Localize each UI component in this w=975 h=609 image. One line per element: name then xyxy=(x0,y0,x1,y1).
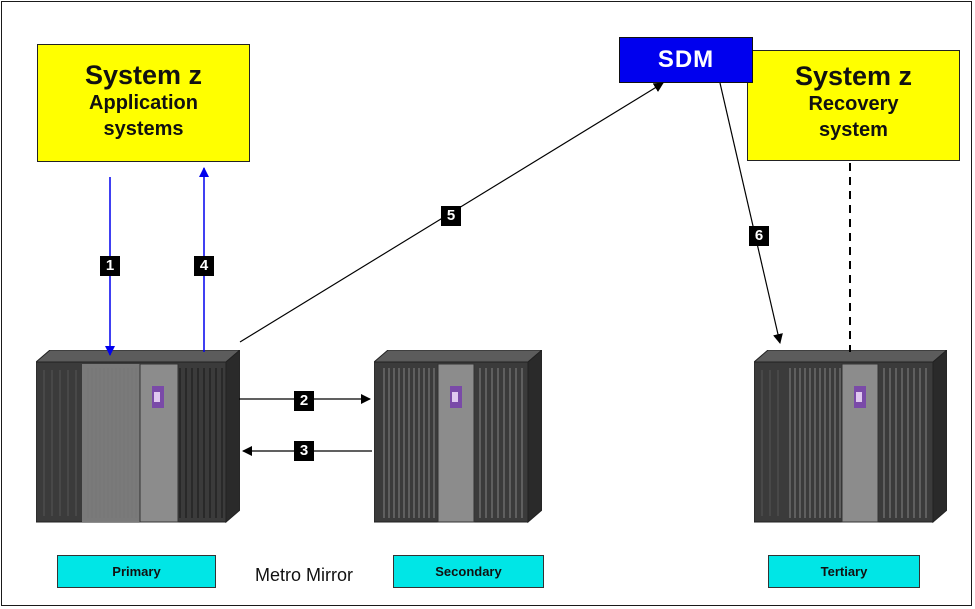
recovery-box-title: System z xyxy=(794,61,913,91)
arrow-6-sdm-write xyxy=(719,82,783,344)
application-box-line2: Application xyxy=(89,92,198,114)
tertiary-label: Tertiary xyxy=(768,555,920,588)
recovery-system-box: System z Recovery system xyxy=(747,50,960,161)
sdm-box: SDM xyxy=(619,37,753,83)
step-badge-2: 2 xyxy=(294,391,314,411)
step-badge-3: 3 xyxy=(294,441,314,461)
secondary-storage-server xyxy=(374,350,542,524)
recovery-box-line3: system xyxy=(819,119,888,141)
secondary-label: Secondary xyxy=(393,555,544,588)
step-badge-1: 1 xyxy=(100,256,120,276)
tertiary-storage-server xyxy=(754,350,947,524)
application-box-title: System z xyxy=(84,60,203,90)
application-box-line3: systems xyxy=(103,118,184,140)
step-badge-6: 6 xyxy=(749,226,769,246)
primary-label: Primary xyxy=(57,555,216,588)
step-badge-5: 5 xyxy=(441,206,461,226)
application-systems-box: System z Application systems xyxy=(37,44,250,162)
step-badge-4: 4 xyxy=(194,256,214,276)
metro-mirror-caption: Metro Mirror xyxy=(255,565,353,585)
recovery-box-line2: Recovery xyxy=(808,93,899,115)
primary-storage-server xyxy=(36,350,240,524)
